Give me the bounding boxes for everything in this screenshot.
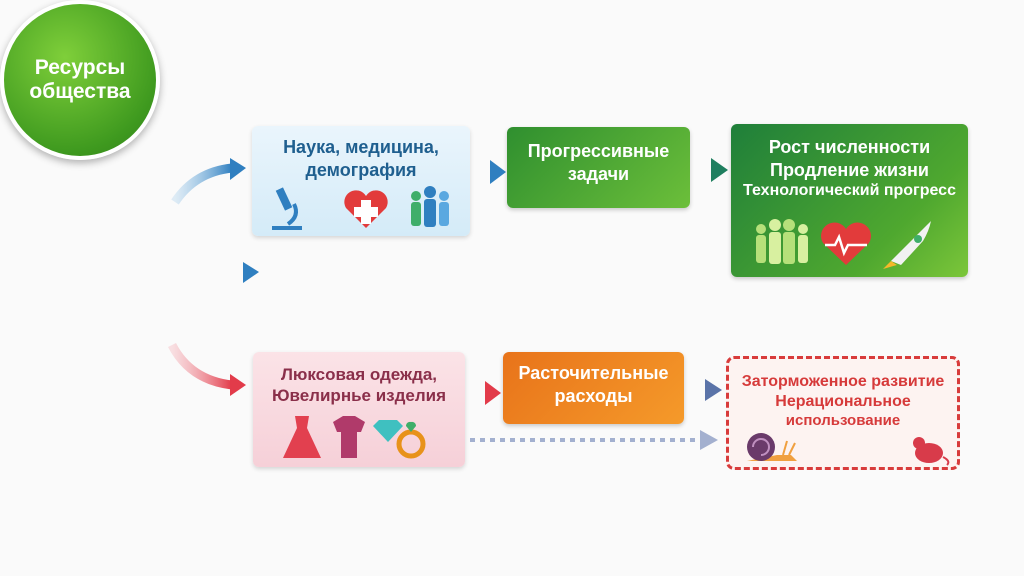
ring-icon (396, 421, 426, 459)
luxury-goods-box: Люксовая одежда, Ювелирнье изделия (253, 352, 465, 467)
expenses-line1: Расточительные (518, 363, 669, 383)
growth-line3: Технологический прогресс (743, 182, 956, 199)
arrow-expenses-to-stagnation (685, 379, 722, 401)
stagnation-line3: использование (785, 412, 901, 429)
snail-icon (747, 433, 797, 461)
heart-plus-icon (344, 190, 388, 228)
people-icon (756, 219, 808, 264)
society-resources-node: Ресурсы общества (0, 0, 160, 160)
luxury-line1: Люксовая одежда, (280, 365, 438, 384)
growth-line1: Рост численности (768, 137, 931, 157)
science-line1: Наука, медицина, (283, 137, 439, 157)
tasks-line1: Прогрессивные (527, 141, 670, 161)
microscope-icon (272, 187, 302, 230)
stagnation-line2: Нерациональное (775, 393, 911, 410)
rocket-icon (883, 221, 931, 269)
center-line1: Ресурсы (34, 56, 126, 79)
growth-result-box: Рост численности Продление жизни Техноло… (731, 124, 968, 277)
tasks-line2: задачи (567, 163, 630, 184)
center-line2: общества (29, 80, 131, 103)
arrow-tasks-to-growth (690, 158, 728, 182)
science-medicine-box: Наука, медицина, демография (252, 126, 470, 236)
stagnation-line1: Заторможенное развитие (741, 373, 945, 390)
dotted-arrow-luxury-to-stagnation (450, 430, 718, 450)
shirt-icon (333, 416, 365, 458)
wasteful-expenses-box: Расточительные расходы (503, 352, 684, 424)
arrow-to-science (171, 158, 246, 205)
expenses-line2: расходы (554, 385, 633, 406)
dress-icon (283, 416, 321, 458)
arrow-luxury-to-expenses (467, 381, 501, 405)
arrow-science-to-tasks (472, 160, 506, 184)
luxury-line2: Ювелирнье изделия (271, 386, 447, 406)
diamond-icon (373, 420, 403, 442)
growth-line2: Продление жизни (770, 159, 929, 180)
mouse-icon (913, 437, 950, 466)
science-line2: демография (305, 159, 417, 180)
stagnation-result-box: Заторможенное развитие Нерациональное ис… (726, 356, 960, 470)
progressive-tasks-box: Прогрессивные задачи (507, 127, 690, 208)
heartbeat-icon (821, 222, 871, 265)
people-icon (411, 186, 449, 227)
arrow-to-luxury (167, 342, 246, 396)
arrow-middle (216, 262, 259, 283)
